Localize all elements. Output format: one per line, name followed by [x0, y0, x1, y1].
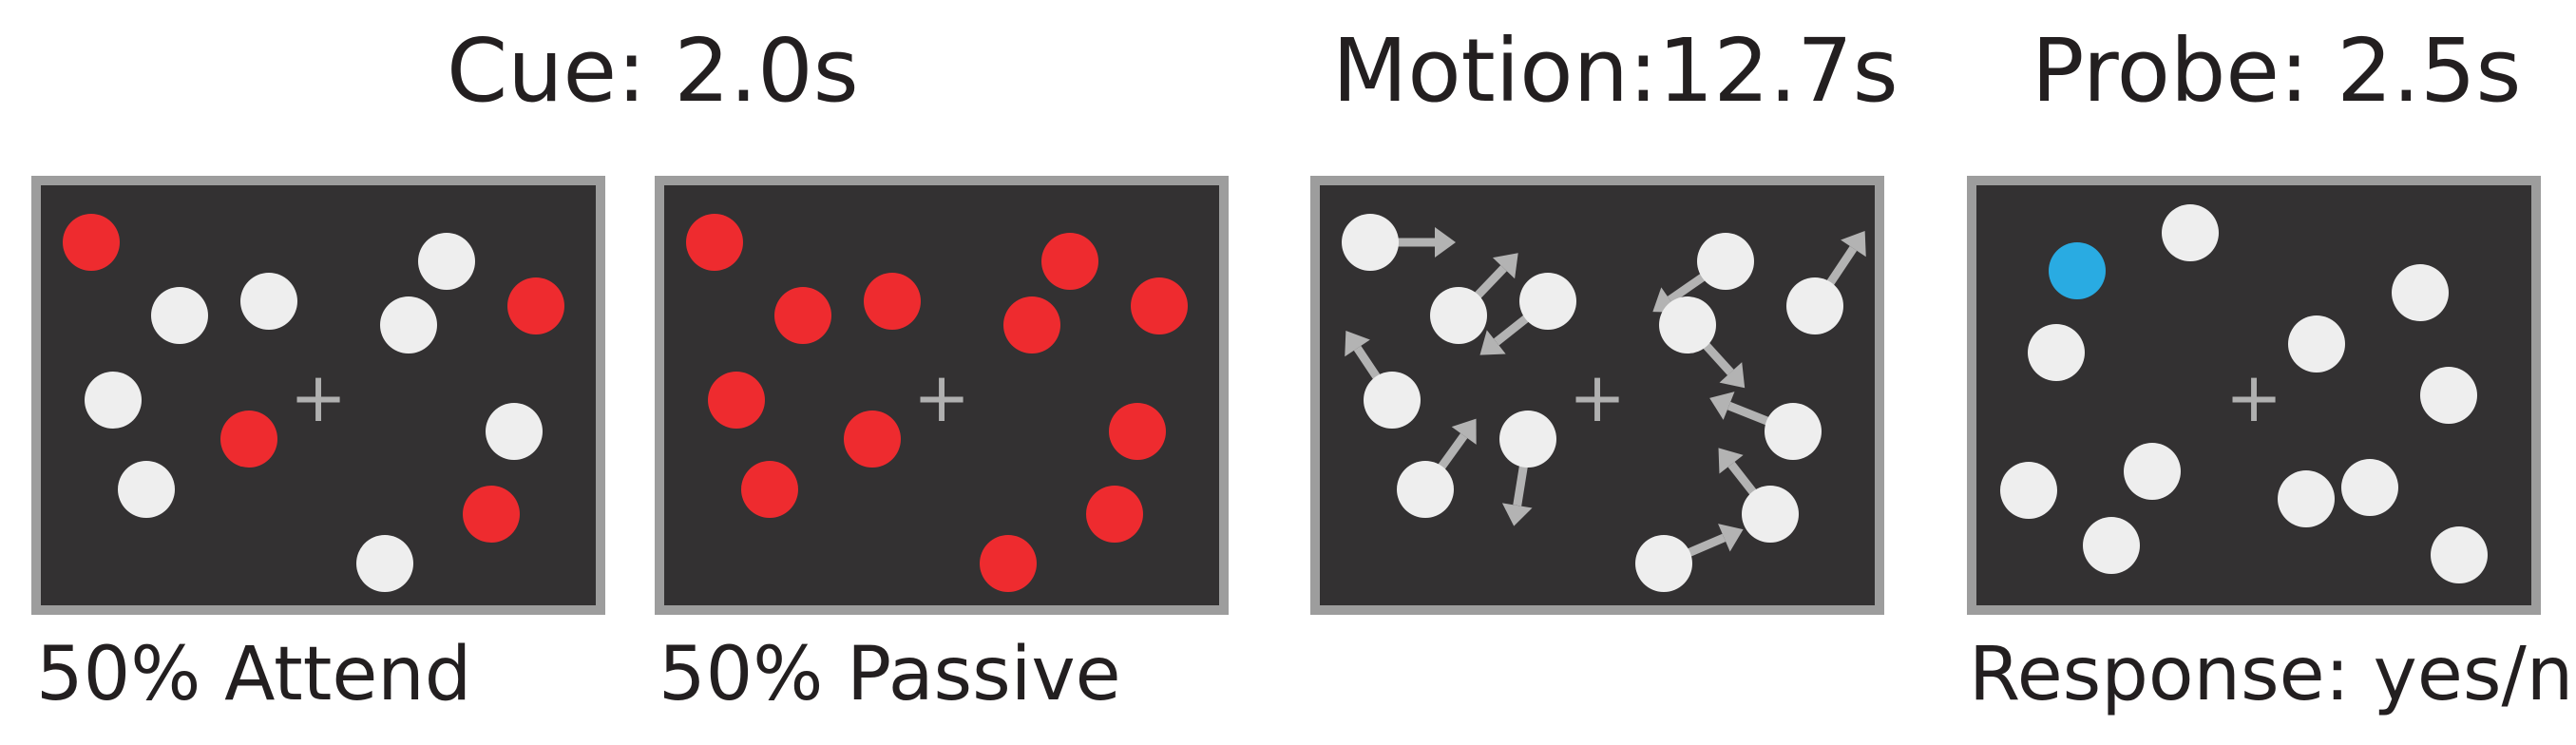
cued-red-dot — [1086, 486, 1143, 543]
motion-arrow-shaft — [1435, 432, 1468, 474]
white-dot — [1697, 233, 1754, 290]
white-dot — [1786, 277, 1843, 334]
white-dot — [2028, 324, 2085, 381]
white-dot — [1499, 411, 1556, 468]
white-dot — [1342, 214, 1399, 271]
cued-red-dot — [686, 214, 743, 271]
panel-cue-attend: + — [31, 176, 605, 615]
cued-red-dot — [220, 411, 277, 468]
fixation-cross: + — [1569, 357, 1626, 437]
white-dot — [85, 372, 142, 429]
white-dot — [1364, 372, 1421, 429]
white-dot — [1742, 486, 1799, 543]
white-dot — [2083, 517, 2140, 574]
probe-duration-heading: Probe: 2.5s — [2032, 20, 2522, 122]
white-dot — [1765, 403, 1822, 460]
response-caption: Response: yes/no — [1969, 632, 2576, 717]
motion-arrow-shaft — [1667, 270, 1709, 304]
white-dot — [118, 461, 175, 518]
white-dot — [418, 233, 475, 290]
white-dot — [486, 403, 543, 460]
cued-red-dot — [63, 214, 120, 271]
motion-arrow-head — [1435, 227, 1456, 258]
cued-red-dot — [507, 277, 564, 334]
passive-condition-caption: 50% Passive — [658, 632, 1121, 717]
white-dot — [356, 535, 413, 592]
cued-red-dot — [864, 273, 921, 330]
motion-arrow-head — [1719, 362, 1746, 389]
motion-stimulus: + — [1342, 214, 1866, 592]
cued-red-dot — [708, 372, 765, 429]
cued-red-dot — [463, 486, 520, 543]
motion-arrow-shaft — [1699, 338, 1734, 375]
white-dot — [240, 273, 297, 330]
white-dot — [2431, 526, 2488, 583]
white-dot — [380, 296, 437, 353]
white-dot — [151, 287, 208, 344]
motion-arrow-head — [1451, 418, 1477, 445]
motion-arrow-shaft — [1353, 345, 1383, 384]
attend-condition-caption: 50% Attend — [36, 632, 472, 717]
cued-red-dot — [1109, 403, 1166, 460]
fixation-cross: + — [913, 357, 970, 437]
fixation-cross: + — [290, 357, 347, 437]
probe-blue-dot — [2049, 242, 2106, 299]
probe-stimulus: + — [2000, 204, 2488, 583]
motion-arrow-shaft — [1513, 460, 1529, 506]
motion-arrow-shaft — [1727, 461, 1760, 499]
cued-red-dot — [741, 461, 798, 518]
motion-arrow-shaft — [1823, 245, 1858, 290]
white-dot — [1430, 287, 1487, 344]
fixation-cross: + — [2225, 357, 2282, 437]
cued-red-dot — [844, 411, 901, 468]
motion-arrow-head — [1718, 448, 1744, 474]
white-dot — [2341, 459, 2398, 516]
cue-attend-stimulus: + — [63, 214, 564, 592]
panel-cue-passive: + — [655, 176, 1229, 615]
cued-red-dot — [980, 535, 1037, 592]
cued-red-dot — [1131, 277, 1188, 334]
white-dot — [2288, 315, 2345, 372]
motion-arrow-head — [1492, 253, 1518, 279]
motion-arrow-head — [1841, 231, 1866, 258]
cue-passive-stimulus: + — [686, 214, 1188, 592]
motion-arrow-head — [1345, 331, 1370, 357]
white-dot — [2000, 462, 2057, 519]
motion-arrow-shaft — [1727, 401, 1774, 428]
motion-arrow-shaft — [1471, 265, 1507, 302]
cued-red-dot — [1003, 296, 1060, 353]
panel-motion: + — [1310, 176, 1884, 615]
white-dot — [2124, 443, 2181, 500]
cued-red-dot — [1041, 233, 1098, 290]
motion-arrow-head — [1718, 524, 1744, 552]
cued-red-dot — [774, 287, 831, 344]
white-dot — [2162, 204, 2219, 261]
white-dot — [1659, 296, 1716, 353]
white-dot — [1519, 273, 1576, 330]
motion-arrow-head — [1501, 503, 1533, 526]
motion-arrow-head — [1479, 330, 1506, 355]
white-dot — [2392, 264, 2449, 321]
motion-duration-heading: Motion:12.7s — [1332, 20, 1899, 122]
panel-probe: + — [1967, 176, 2541, 615]
white-dot — [2420, 367, 2477, 424]
motion-arrow-head — [1709, 392, 1735, 420]
white-dot — [1397, 461, 1454, 518]
cue-duration-heading: Cue: 2.0s — [447, 20, 859, 122]
white-dot — [1635, 535, 1692, 592]
motion-arrow-shaft — [1493, 312, 1533, 346]
motion-arrow-shaft — [1683, 533, 1727, 559]
white-dot — [2278, 470, 2335, 527]
